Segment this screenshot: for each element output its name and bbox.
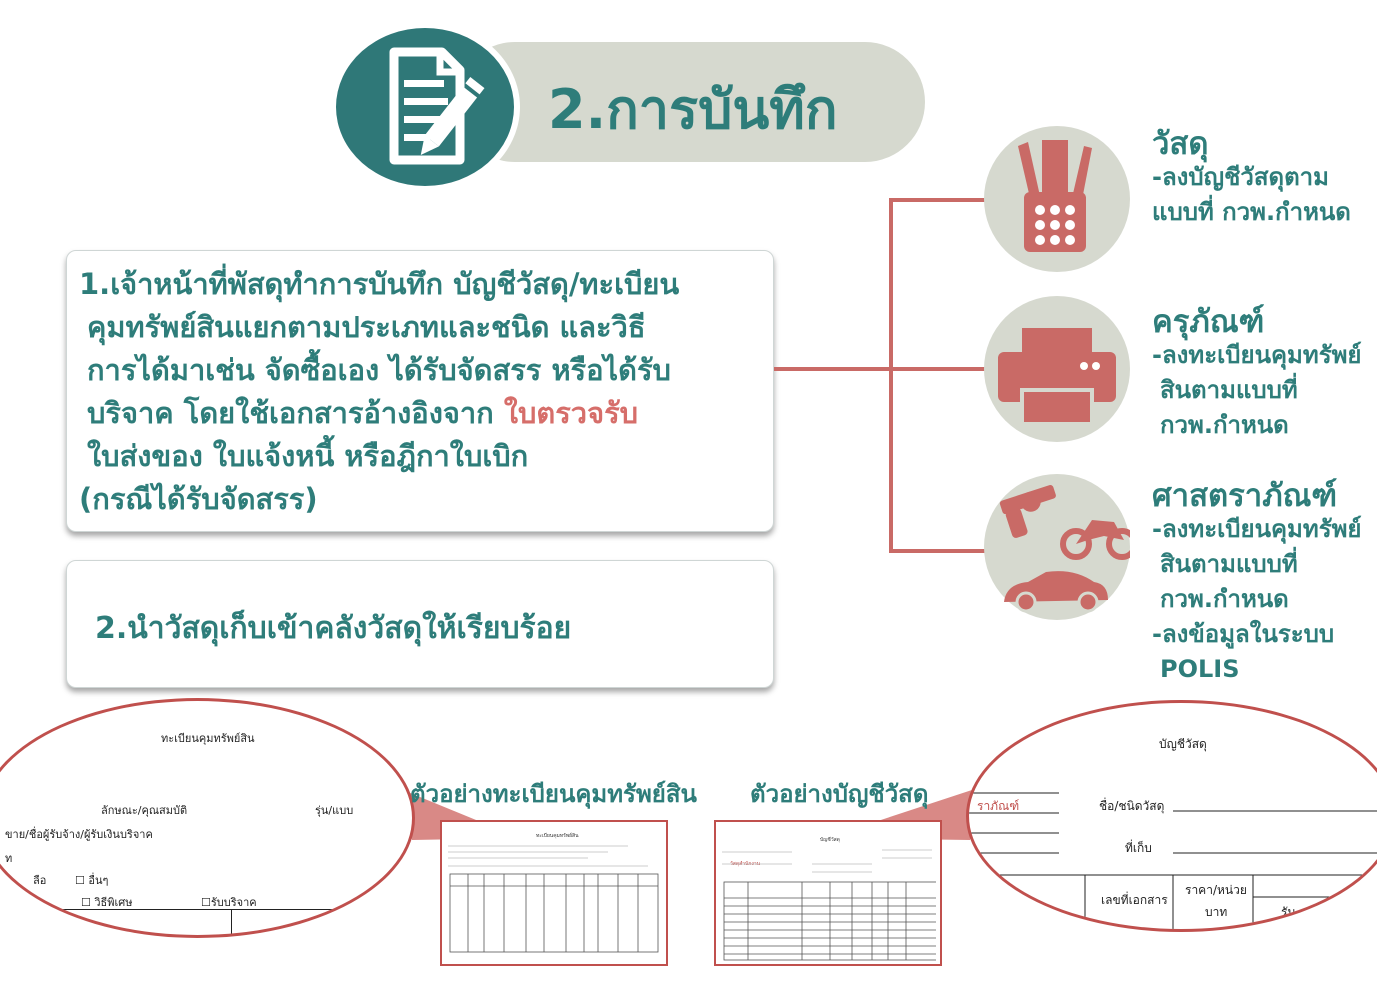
step-1-line: คุมทรัพย์สินแยกตามประเภทและชนิด และวิธี bbox=[87, 310, 646, 344]
document-pen-icon bbox=[389, 47, 485, 165]
category-desc-line: สินตามแบบที่ bbox=[1160, 376, 1298, 404]
connector-line bbox=[889, 198, 985, 202]
material-account-document: บัญชีวัสดุ วัสดุสำนักงาน bbox=[714, 820, 942, 966]
zoom-text: ☐ อื่นๆ bbox=[75, 874, 109, 887]
step-2-text: 2.นำวัสดุเก็บเข้าคลังวัสดุให้เรียบร้อย bbox=[95, 611, 572, 646]
material-account-zoom: บัญชีวัสดุ ราภัณฑ์ ชื่อ/ชนิดวัสดุ ที่เก็… bbox=[966, 700, 1377, 932]
zoom-text: รับ bbox=[1281, 905, 1296, 919]
supplies-icon-circle bbox=[984, 126, 1130, 272]
zoom-text: ขาย/ชื่อผู้รับจ้าง/ผู้รับเงินบริจาค bbox=[5, 828, 153, 841]
title-icon-circle bbox=[330, 22, 520, 192]
step-1-reference-docs: ใบส่งของ ใบแจ้งหนี้ หรือฎีกาใบเบิก bbox=[87, 439, 529, 473]
zoom-text: ราคา/หน่วย bbox=[1185, 883, 1247, 897]
zoom-text: รุ่น/แบบ bbox=[315, 804, 354, 817]
zoom-text: ☐ วิธีพิเศษ bbox=[81, 896, 133, 909]
category-desc-line: -ลงทะเบียนคุมทรัพย์ bbox=[1152, 515, 1362, 543]
category-desc-line: กวพ.กำหนด bbox=[1160, 585, 1289, 613]
connector-line bbox=[889, 549, 985, 553]
category-desc-line: POLIS bbox=[1160, 655, 1240, 683]
printer-icon bbox=[998, 328, 1116, 426]
category-desc-line: -ลงบัญชีวัสดุตาม bbox=[1152, 163, 1329, 191]
zoom-text: ราภัณฑ์ bbox=[977, 799, 1020, 813]
zoom-text: ท bbox=[5, 852, 13, 865]
zoom-rules bbox=[969, 792, 1377, 929]
doc-table-lines bbox=[448, 845, 659, 953]
zoom-text: ลักษณะ/คุณสมบัติ bbox=[101, 804, 188, 817]
category-desc-line: กวพ.กำหนด bbox=[1160, 411, 1289, 439]
step-1-reference-note: (กรณีได้รับจัดสรร) bbox=[79, 482, 318, 516]
zoom-text: เลขที่เอกสาร bbox=[1101, 893, 1168, 907]
zoom-text: บัญชีวัสดุ bbox=[1159, 737, 1207, 751]
step-1-line: การได้มาเช่น จัดซื้อเอง ได้รับจัดสรร หรื… bbox=[87, 353, 671, 387]
category-title-durable-goods: ครุภัณฑ์ bbox=[1152, 304, 1265, 340]
weapons-icon-circle bbox=[984, 474, 1138, 620]
category-desc-line: แบบที่ กวพ.กำหนด bbox=[1152, 198, 1351, 226]
step-1-reference-docs: ใบตรวจรับ bbox=[503, 396, 639, 430]
zoom-rule bbox=[231, 909, 232, 935]
step-1-line: 1.เจ้าหน้าที่พัสดุทำการบันทึก บัญชีวัสดุ… bbox=[79, 267, 680, 301]
pencil-cup-icon bbox=[1018, 140, 1092, 252]
doc-title: บัญชีวัสดุ bbox=[820, 837, 840, 843]
category-title-supplies: วัสดุ bbox=[1152, 126, 1209, 162]
step-1-line: บริจาค โดยใช้เอกสารอ้างอิงจาก ใบตรวจรับ bbox=[79, 392, 763, 435]
connector-line bbox=[889, 198, 893, 552]
durable-goods-icon-circle bbox=[984, 296, 1130, 442]
zoom-text: บาท bbox=[1205, 905, 1228, 919]
connector-line bbox=[774, 367, 892, 371]
category-desc-durable-goods: -ลงทะเบียนคุมทรัพย์ สินตามแบบที่ กวพ.กำห… bbox=[1152, 338, 1361, 443]
category-desc-supplies: -ลงบัญชีวัสดุตาม แบบที่ กวพ.กำหนด bbox=[1152, 160, 1351, 230]
gun-motorcycle-car-icon bbox=[999, 484, 1138, 613]
step-1-box: 1.เจ้าหน้าที่พัสดุทำการบันทึก บัญชีวัสดุ… bbox=[66, 250, 774, 532]
zoom-text: ชื่อ/ชนิดวัสดุ bbox=[1099, 799, 1165, 813]
category-desc-weapons: -ลงทะเบียนคุมทรัพย์ สินตามแบบที่ กวพ.กำห… bbox=[1152, 512, 1361, 687]
page-title: 2.การบันทึก bbox=[548, 78, 838, 141]
step-2-box: 2.นำวัสดุเก็บเข้าคลังวัสดุให้เรียบร้อย bbox=[66, 560, 774, 688]
zoom-text: ☐รับบริจาค bbox=[201, 896, 257, 909]
zoom-text: ลือ bbox=[33, 874, 47, 887]
zoom-text: ทะเบียนคุมทรัพย์สิน bbox=[161, 732, 255, 745]
zoom-text: ที่เก็บ bbox=[1125, 841, 1152, 855]
material-account-caption: ตัวอย่างบัญชีวัสดุ bbox=[750, 780, 929, 808]
doc-title: ทะเบียนคุมทรัพย์สิน bbox=[536, 833, 579, 839]
category-desc-line: -ลงข้อมูลในระบบ bbox=[1152, 620, 1335, 648]
connector-line bbox=[889, 367, 985, 371]
step-1-text: บริจาค โดยใช้เอกสารอ้างอิงจาก bbox=[87, 396, 504, 430]
title-banner bbox=[455, 42, 925, 162]
asset-register-document: ทะเบียนคุมทรัพย์สิน bbox=[440, 820, 668, 966]
asset-register-zoom: ทะเบียนคุมทรัพย์สิน ลักษณะ/คุณสมบัติ รุ่… bbox=[0, 698, 415, 938]
category-desc-line: -ลงทะเบียนคุมทรัพย์ bbox=[1152, 341, 1362, 369]
doc-table-lines bbox=[722, 849, 936, 961]
category-title-weapons: ศาสตราภัณฑ์ bbox=[1152, 478, 1338, 514]
asset-register-caption: ตัวอย่างทะเบียนคุมทรัพย์สิน bbox=[410, 780, 697, 808]
category-desc-line: สินตามแบบที่ bbox=[1160, 550, 1298, 578]
zoom-rule bbox=[3, 909, 403, 910]
